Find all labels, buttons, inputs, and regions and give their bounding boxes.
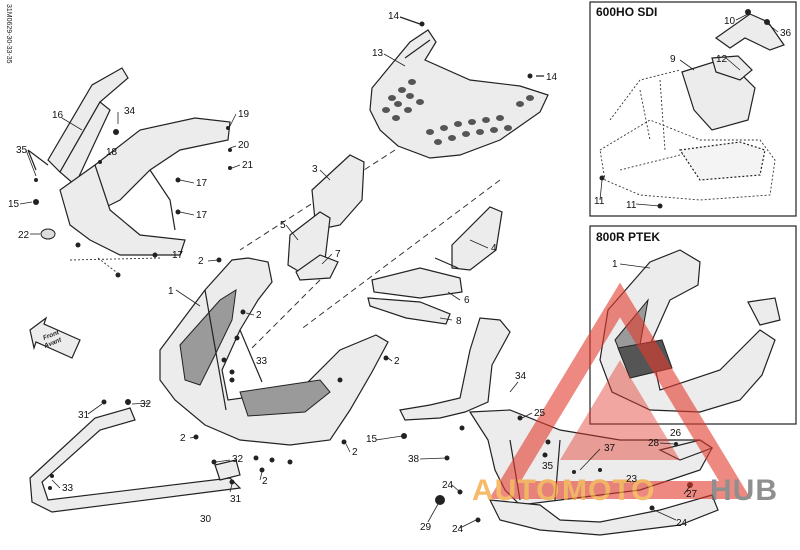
callout: 13 (372, 48, 384, 59)
watermark-logo: AUTO MOTO HUB (472, 282, 778, 507)
callout: 33 (256, 356, 268, 367)
callout: 30 (200, 514, 212, 525)
callout: 18 (106, 147, 118, 158)
watermark-auto: AUTO (472, 474, 560, 507)
assembly-guide-line (299, 179, 501, 331)
callout: 31 (230, 494, 242, 505)
callout: 2 (394, 356, 400, 367)
front-direction-arrow: Front Avant (29, 316, 81, 359)
callout: 32 (140, 399, 152, 410)
callout: 2 (262, 476, 268, 487)
callout: 7 (335, 249, 341, 260)
callout: 23 (626, 474, 638, 485)
callout: 1 (612, 259, 618, 270)
callout: 8 (456, 316, 462, 327)
callout: 16 (52, 110, 64, 121)
callout: 34 (124, 106, 136, 117)
callout: 33 (62, 483, 74, 494)
front-hood-part-1 (159, 257, 389, 473)
callout: 27 (686, 489, 698, 500)
callout: 24 (452, 524, 464, 535)
callout: 2 (198, 256, 204, 267)
callout: 20 (238, 140, 250, 151)
callout: 38 (408, 454, 420, 465)
callout: 6 (464, 295, 470, 306)
callout: 25 (534, 408, 546, 419)
callout: 2 (256, 310, 262, 321)
callout: 9 (670, 54, 676, 65)
callout: 14 (388, 11, 400, 22)
callout: 24 (676, 518, 688, 529)
callout-labels: 14 13 14 16 34 19 20 21 35 18 17 17 17 1… (8, 11, 792, 535)
callout: 22 (18, 230, 30, 241)
callout: 17 (196, 210, 208, 221)
belly-pan-part-13 (369, 16, 549, 159)
callout: 15 (8, 199, 20, 210)
callout: 31 (78, 410, 90, 421)
watermark-moto: MOTO (562, 474, 655, 507)
callout: 34 (515, 371, 527, 382)
callout: 36 (780, 28, 792, 39)
callout: 1 (168, 286, 174, 297)
inset-title-800r-ptek: 800R PTEK (596, 230, 660, 244)
callout: 28 (648, 438, 660, 449)
leader-lines (19, 13, 779, 529)
callout: 17 (196, 178, 208, 189)
callout: 37 (604, 443, 616, 454)
inset-title-600ho-sdi: 600HO SDI (596, 5, 657, 19)
callout: 21 (242, 160, 254, 171)
callout: 17 (172, 250, 184, 261)
cover-pads-3-5-7 (287, 154, 365, 281)
callout: 4 (491, 243, 497, 254)
callout: 29 (420, 522, 432, 533)
callout: 14 (546, 72, 558, 83)
callout: 35 (16, 145, 28, 156)
callout: 10 (724, 16, 736, 27)
callout: 26 (670, 428, 682, 439)
callout: 12 (716, 54, 728, 65)
side-pads-4-6-8 (367, 206, 503, 325)
drawing-code: 31M0629-30-33-35 (5, 4, 12, 64)
callout: 3 (312, 164, 318, 175)
callout: 24 (442, 480, 454, 491)
callout: 15 (366, 434, 378, 445)
front-bumper-part-30 (29, 399, 242, 513)
upper-frame-part-16 (27, 67, 232, 278)
callout: 2 (352, 447, 358, 458)
callout: 32 (232, 454, 244, 465)
callout: 19 (238, 109, 250, 120)
callout: 11 (594, 196, 605, 207)
callout: 5 (280, 220, 286, 231)
callout: 11 (626, 200, 637, 211)
callout: 35 (542, 461, 554, 472)
watermark-hub: HUB (710, 474, 778, 507)
callout: 2 (180, 433, 186, 444)
assembly-guide-line (249, 279, 321, 351)
inset-600ho-sdi-drawing (599, 9, 785, 209)
